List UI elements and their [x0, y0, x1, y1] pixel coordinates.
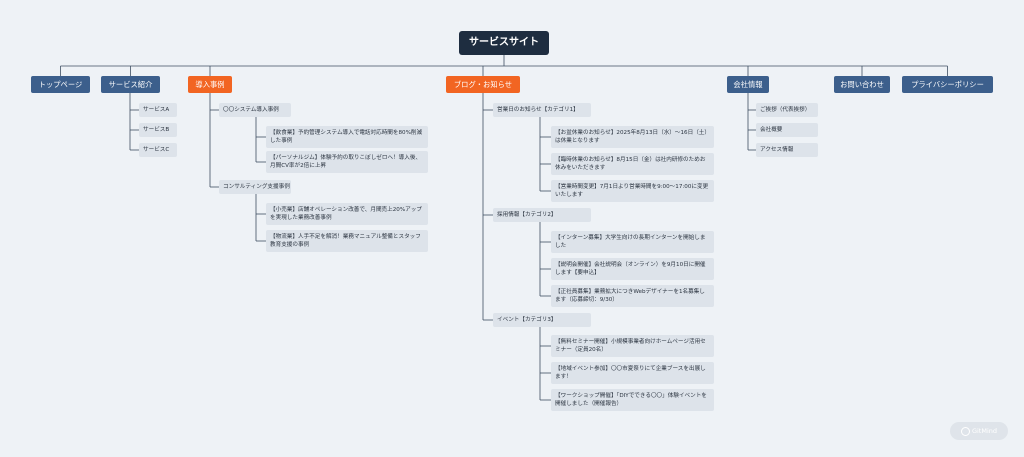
gitmind-logo-icon: [960, 426, 970, 436]
branch-node-1[interactable]: サービス紹介: [101, 76, 160, 93]
subtopic-node-3-0-0[interactable]: 【お盆休業のお知らせ】2025年8月13日（水）〜16日（土）は休業となります: [551, 126, 714, 148]
topic-node-3-2[interactable]: イベント【カテゴリ3】: [493, 313, 591, 327]
subtopic-node-3-2-2[interactable]: 【ワークショップ開催】「DIYでできる〇〇」体験イベントを開催しました（開催報告…: [551, 389, 714, 411]
topic-node-1-2[interactable]: サービスC: [139, 143, 177, 157]
subtopic-node-2-1-0[interactable]: 【小売業】店舗オペレーション改善で、月間売上20%アップを実現した業務改善事例: [266, 203, 428, 225]
topic-node-3-1[interactable]: 採用情報【カテゴリ2】: [493, 208, 591, 222]
branch-node-0[interactable]: トップページ: [31, 76, 90, 93]
subtopic-node-3-1-2[interactable]: 【正社員募集】業務拡大につきWebデザイナーを1名募集します（応募締切：9/30…: [551, 285, 714, 307]
branch-node-2[interactable]: 導入事例: [188, 76, 232, 93]
branch-node-3[interactable]: ブログ・お知らせ: [446, 76, 520, 93]
branch-node-4[interactable]: 会社情報: [727, 76, 769, 93]
topic-node-3-0[interactable]: 営業日のお知らせ【カテゴリ1】: [493, 103, 591, 117]
topic-node-4-2[interactable]: アクセス情報: [756, 143, 818, 157]
subtopic-node-3-2-0[interactable]: 【無料セミナー開催】小規模事業者向けホームページ活用セミナー（定員20名）: [551, 335, 714, 357]
root-node[interactable]: サービスサイト: [459, 31, 549, 55]
topic-node-2-1[interactable]: コンサルティング支援事例: [219, 180, 291, 194]
subtopic-node-2-1-1[interactable]: 【物流業】人手不足を解消！業務マニュアル整備とスタッフ教育支援の事例: [266, 230, 428, 252]
subtopic-node-3-0-1[interactable]: 【臨時休業のお知らせ】8月15日（金）は社内研修のためお休みをいただきます: [551, 153, 714, 175]
subtopic-node-3-1-0[interactable]: 【インターン募集】大学生向けの長期インターンを開始しました: [551, 231, 714, 253]
subtopic-node-3-0-2[interactable]: 【営業時間変更】7月1日より営業時間を9:00〜17:00に変更いたします: [551, 180, 714, 202]
topic-node-2-0[interactable]: 〇〇システム導入事例: [219, 103, 291, 117]
topic-node-4-0[interactable]: ご挨拶（代表挨拶）: [756, 103, 818, 117]
topic-node-4-1[interactable]: 会社概要: [756, 123, 818, 137]
branch-node-5[interactable]: お問い合わせ: [834, 76, 890, 93]
gitmind-watermark: GitMind: [950, 422, 1008, 440]
subtopic-node-3-2-1[interactable]: 【地域イベント参加】〇〇市夏祭りにて企業ブースを出展します！: [551, 362, 714, 384]
topic-node-1-1[interactable]: サービスB: [139, 123, 177, 137]
subtopic-node-3-1-1[interactable]: 【説明会開催】会社説明会（オンライン）を9月10日に開催します【要申込】: [551, 258, 714, 280]
subtopic-node-2-0-0[interactable]: 【飲食業】予約管理システム導入で電話対応時間を80%削減した事例: [266, 126, 428, 148]
branch-node-6[interactable]: プライバシーポリシー: [902, 76, 993, 93]
watermark-text: GitMind: [971, 427, 998, 435]
topic-node-1-0[interactable]: サービスA: [139, 103, 177, 117]
subtopic-node-2-0-1[interactable]: 【パーソナルジム】体験予約の取りこぼしゼロへ！導入後、月間CV率が2倍に上昇: [266, 151, 428, 173]
